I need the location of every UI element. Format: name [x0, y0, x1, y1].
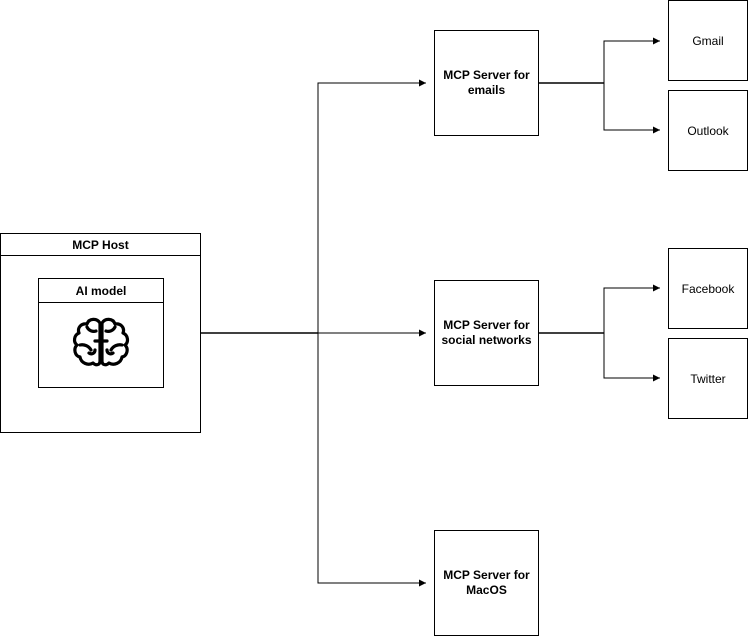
target-twitter[interactable]: Twitter	[668, 338, 748, 419]
target-twitter-label: Twitter	[690, 371, 726, 386]
mcp-host-container[interactable]: MCP Host AI model	[0, 233, 201, 433]
target-outlook-label: Outlook	[687, 123, 729, 138]
target-outlook[interactable]: Outlook	[668, 90, 748, 171]
mcp-server-social[interactable]: MCP Server for social networks	[434, 280, 539, 386]
connector-to-facebook	[603, 284, 660, 333]
mcp-server-social-label: MCP Server for social networks	[441, 318, 532, 347]
mcp-server-macos[interactable]: MCP Server for MacOS	[434, 530, 539, 636]
brain-icon	[69, 315, 133, 371]
mcp-server-macos-label: MCP Server for MacOS	[443, 568, 530, 597]
connector-to-macos-server	[317, 333, 426, 587]
ai-model-container[interactable]: AI model	[38, 278, 164, 388]
connector-to-emails-server	[317, 79, 426, 333]
target-facebook-label: Facebook	[681, 281, 735, 296]
connector-to-outlook	[603, 83, 660, 134]
connector-to-twitter	[603, 333, 660, 382]
mcp-server-emails-label: MCP Server for emails	[443, 68, 530, 97]
target-gmail-label: Gmail	[692, 33, 724, 48]
target-facebook[interactable]: Facebook	[668, 248, 748, 329]
mcp-host-title: MCP Host	[1, 234, 200, 256]
target-gmail[interactable]: Gmail	[668, 0, 748, 81]
mcp-server-emails[interactable]: MCP Server for emails	[434, 30, 539, 136]
connector-to-gmail	[603, 37, 660, 83]
ai-model-title: AI model	[39, 279, 163, 303]
